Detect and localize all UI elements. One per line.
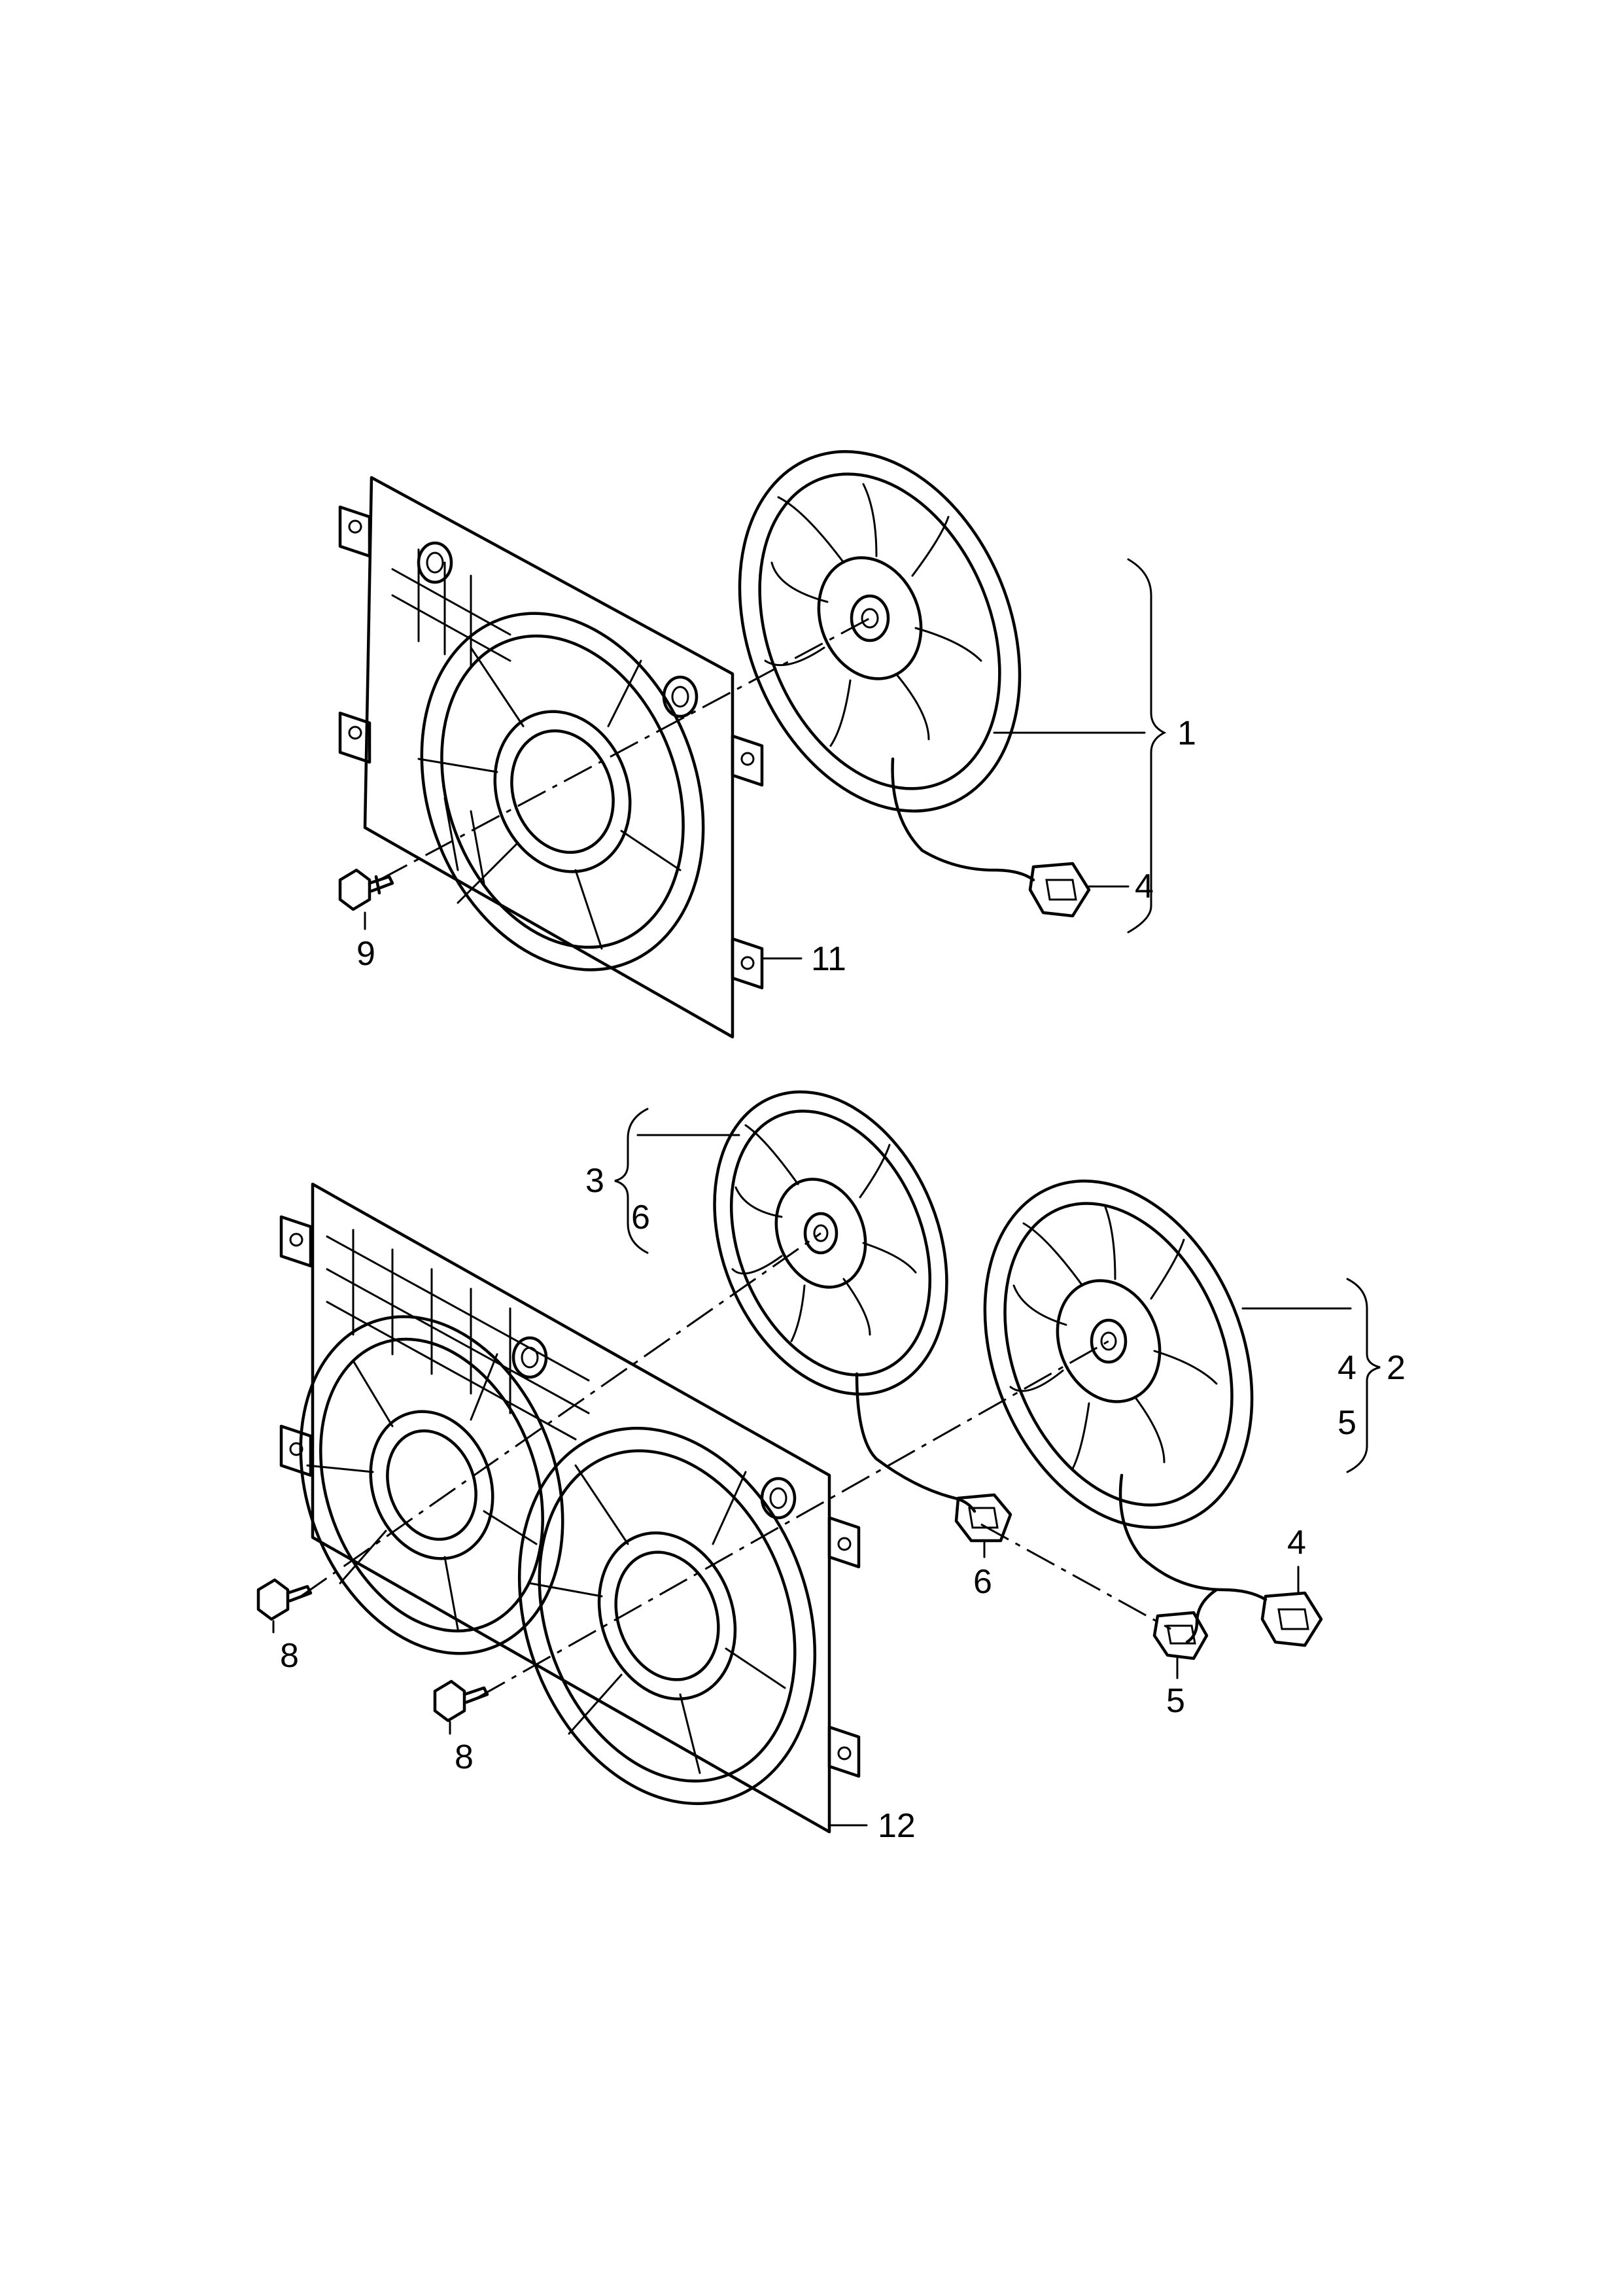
callout-top-connector: 4 xyxy=(1135,867,1154,905)
callout-lower-left-fan-sub: 6 xyxy=(631,1199,650,1236)
mid-connector xyxy=(954,1493,1012,1543)
callout-top-fan: 1 xyxy=(1177,714,1196,752)
left-bolt-b xyxy=(433,1679,489,1723)
callout-lower-right-fan-sub-b: 5 xyxy=(1338,1404,1356,1442)
lower-left-fan-brace xyxy=(614,1108,649,1254)
lower-right-fan xyxy=(983,1180,1268,1644)
top-fan-brace xyxy=(1127,558,1167,934)
callout-lower-right-fan-sub-a: 4 xyxy=(1338,1349,1356,1387)
harness-connector xyxy=(1152,1611,1209,1660)
top-fan xyxy=(738,450,1035,882)
right-connector xyxy=(1260,1591,1323,1647)
top-connector xyxy=(1028,862,1091,918)
lower-right-axis-line xyxy=(477,1340,1109,1699)
callout-mid-connector: 6 xyxy=(973,1563,992,1601)
top-fan-shroud xyxy=(338,476,764,1039)
top-bolt xyxy=(338,868,394,911)
callout-top-shroud: 11 xyxy=(811,940,846,978)
lower-right-fan-brace xyxy=(1346,1278,1381,1473)
callout-lower-left-fan: 3 xyxy=(585,1162,604,1200)
left-bolt-a xyxy=(256,1578,313,1621)
top-axis-line xyxy=(379,617,871,881)
callout-bottom-shroud: 12 xyxy=(878,1807,916,1845)
harness-axis-line xyxy=(980,1523,1171,1630)
callout-right-connector: 4 xyxy=(1287,1524,1306,1562)
callout-left-bolt-b: 8 xyxy=(455,1738,474,1776)
lower-left-axis-line xyxy=(300,1232,821,1598)
callout-top-bolt: 9 xyxy=(356,935,375,973)
callout-left-bolt-a: 8 xyxy=(280,1637,299,1675)
callout-lower-right-fan: 2 xyxy=(1387,1349,1406,1387)
lower-left-fan xyxy=(713,1090,976,1513)
bottom-fan-shroud xyxy=(279,1182,861,1834)
callout-harness-connector: 5 xyxy=(1166,1682,1185,1720)
